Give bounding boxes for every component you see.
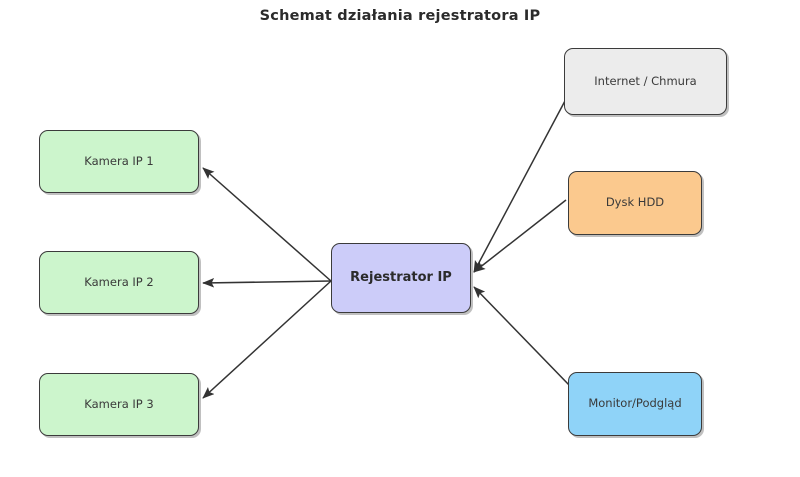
edge-rejestrator-kamera2 [202,278,332,288]
edge-monitor-rejestrator [473,286,571,387]
edge-dysk-rejestrator [473,199,567,273]
node-label-internet-chmura: Internet / Chmura [594,73,697,88]
node-kamera-ip-3[interactable]: Kamera IP 3 [39,373,199,436]
node-label-kamera-ip-2: Kamera IP 2 [84,274,154,289]
node-monitor-podglad[interactable]: Monitor/Podgląd [568,372,702,436]
page-title: Schemat działania rejestratora IP [259,8,541,24]
node-kamera-ip-2[interactable]: Kamera IP 2 [39,251,199,314]
node-rejestrator-ip[interactable]: Rejestrator IP [331,243,471,313]
node-label-kamera-ip-1: Kamera IP 1 [84,153,154,168]
node-label-rejestrator-ip: Rejestrator IP [350,270,452,286]
node-kamera-ip-1[interactable]: Kamera IP 1 [39,130,199,193]
node-dysk-hdd[interactable]: Dysk HDD [568,171,702,235]
edge-internet-rejestrator [473,98,567,273]
node-label-dysk-hdd: Dysk HDD [605,195,665,210]
node-internet-chmura[interactable]: Internet / Chmura [564,48,727,115]
edge-rejestrator-kamera1 [202,167,332,282]
node-label-monitor-podglad: Monitor/Podgląd [588,396,682,411]
node-label-kamera-ip-3: Kamera IP 3 [84,396,154,411]
edge-rejestrator-kamera3 [202,280,332,399]
